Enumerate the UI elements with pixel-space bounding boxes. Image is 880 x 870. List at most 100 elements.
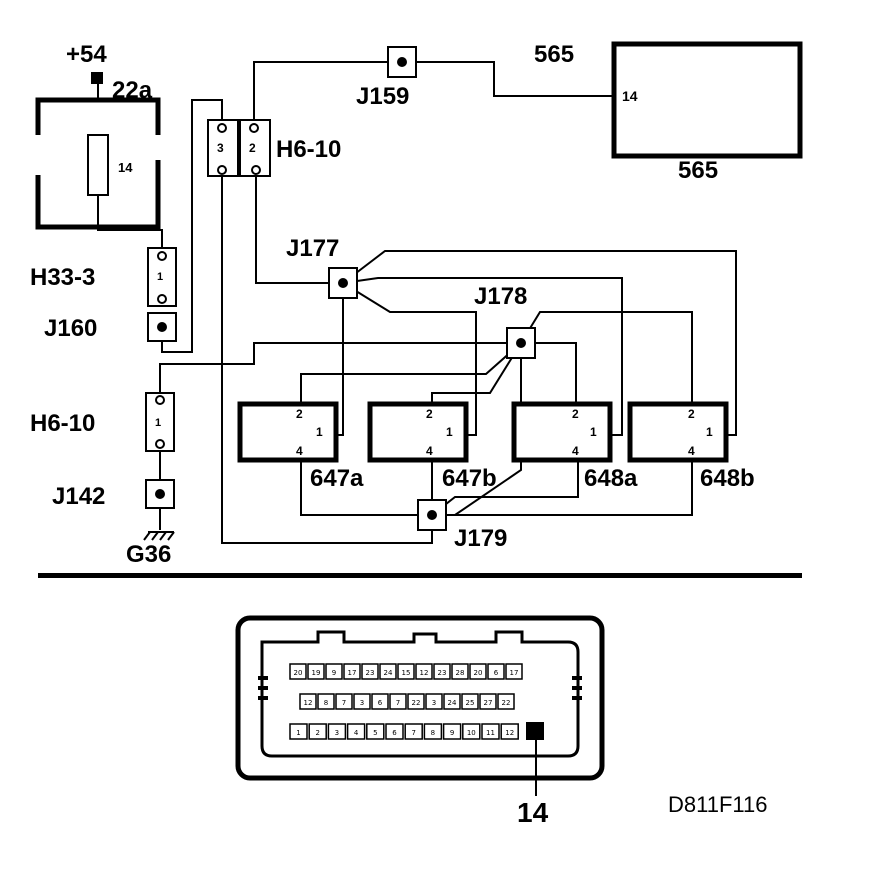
connector-pin-cell: [423, 723, 443, 740]
connector-pin-14-highlight: [526, 722, 544, 740]
wire-j177-648b: [342, 250, 737, 436]
connector-pin-number: 12: [304, 699, 313, 707]
fuse-housing: [35, 97, 161, 230]
module-565: 14 565 565: [534, 41, 803, 184]
sensor-648b-label: 648b: [700, 465, 755, 492]
wire-j177-648a: [342, 277, 623, 436]
connector-left-rib-2: [258, 686, 268, 690]
connector-pin-number: 23: [366, 669, 375, 677]
connector-left-rib-3: [258, 696, 268, 700]
connector-right-rib-1: [572, 676, 582, 680]
wire-h6-10-to-j177: [255, 176, 343, 284]
terminal-h33-3: 1 H33-3: [30, 247, 177, 307]
sensor-648a-pin2: 2: [572, 407, 579, 421]
sensor-647a: 2 1 4 647a: [237, 401, 364, 492]
connector-pin-cell: [469, 663, 487, 680]
sensor-647a-box: [237, 401, 339, 463]
connector-pin-number: 12: [505, 729, 514, 737]
connector-pin-number: 24: [384, 669, 393, 677]
connector-pin-number: 12: [420, 669, 429, 677]
j177-label: J177: [286, 235, 339, 262]
connector-pin-cell: [415, 663, 433, 680]
connector-pin-number: 19: [312, 669, 321, 677]
sensor-647a-pin1: 1: [316, 425, 323, 439]
connector-pin-number: 27: [484, 699, 493, 707]
module-565-pin: 14: [622, 88, 638, 104]
sensor-647b-label: 647b: [442, 465, 497, 492]
connector-pin-cell: [500, 723, 519, 740]
connector-pin-number: 7: [342, 699, 346, 707]
connector-pin-cell: [443, 693, 461, 710]
fuse-number: 14: [118, 160, 133, 175]
terminal-h6-10-bottom: 1 H6-10: [30, 392, 175, 452]
terminal-h6-10-top: 3 2 H6-10: [207, 119, 341, 177]
wire-j178-647a: [300, 342, 522, 404]
sensor-648a-box: [511, 401, 613, 463]
connector-pin-cell: [389, 693, 407, 710]
connector-pin-cell: [353, 693, 371, 710]
j177-node: [338, 278, 348, 288]
figure-code: D811F116: [668, 792, 767, 817]
h6-10-top-pin2-label: 2: [249, 141, 256, 155]
connector-pin-number: 5: [373, 729, 377, 737]
wire-j177-647a: [337, 283, 344, 436]
section-divider: [38, 573, 802, 578]
j178-node: [516, 338, 526, 348]
sensor-648b: 2 1 4 648b: [627, 401, 755, 492]
sensor-647b-pin4: 4: [426, 444, 433, 458]
connector-pin-number: 17: [510, 669, 519, 677]
fuse-box: 14: [35, 97, 161, 230]
connector-pin-number: 9: [332, 669, 336, 677]
connector-pin-number: 6: [494, 669, 499, 677]
wire-647a-pin4: [300, 460, 432, 516]
sensor-648b-pin4: 4: [688, 444, 695, 458]
j179-node: [427, 510, 437, 520]
connector-pin-cell: [497, 693, 515, 710]
wire-h6-10-to-j159: [253, 61, 402, 120]
h33-3-pin-top: [157, 251, 167, 261]
sensor-648b-pin2: 2: [688, 407, 695, 421]
connector-pin-number: 22: [412, 699, 421, 707]
j142-label: J142: [52, 483, 105, 510]
sensor-647b-pin2: 2: [426, 407, 433, 421]
sensor-648a-pin1: 1: [590, 425, 597, 439]
h33-3-pin-label: 1: [157, 271, 163, 283]
connector-pin-number: 6: [392, 729, 397, 737]
j160-node: [157, 322, 167, 332]
wire-648b-pin4: [432, 460, 693, 516]
connector-pin-number: 2: [315, 729, 319, 737]
connector-pin-number: 3: [432, 699, 436, 707]
j160-box: [147, 312, 177, 342]
connector-pin-number: 15: [402, 669, 411, 677]
connector-left-rib-1: [258, 676, 268, 680]
connector-pin-cell: [307, 663, 325, 680]
sensor-647b-pin1: 1: [446, 425, 453, 439]
connector-pin-number: 25: [466, 699, 475, 707]
connector-pin-cell: [327, 723, 347, 740]
h6-10-bottom-pin-label: 1: [155, 417, 161, 429]
ground-label: G36: [126, 541, 171, 568]
wire-j178-648b: [520, 311, 693, 404]
h6-10-top-pin3-label: 3: [217, 141, 224, 155]
connector-pin-number: 11: [486, 729, 495, 737]
h6-10-bottom-pin-top: [155, 395, 165, 405]
j142-node: [155, 489, 165, 499]
supply-terminal-marker: [91, 72, 103, 84]
connector-pin-cell: [361, 663, 379, 680]
connector-pin-number: 23: [438, 669, 447, 677]
module-565-box: [611, 41, 803, 159]
fuse-element: [87, 134, 109, 196]
connector-pin-number: 7: [396, 699, 400, 707]
supply-label: +54: [66, 41, 107, 68]
connector-j179: J179: [417, 499, 507, 552]
connector-right-rib-3: [572, 696, 582, 700]
connector-pin-cell: [487, 663, 505, 680]
connector-pin-cell: [433, 663, 451, 680]
connector-pin-cell: [335, 693, 353, 710]
wires: [97, 61, 737, 544]
connector-pin-number: 10: [467, 729, 476, 737]
